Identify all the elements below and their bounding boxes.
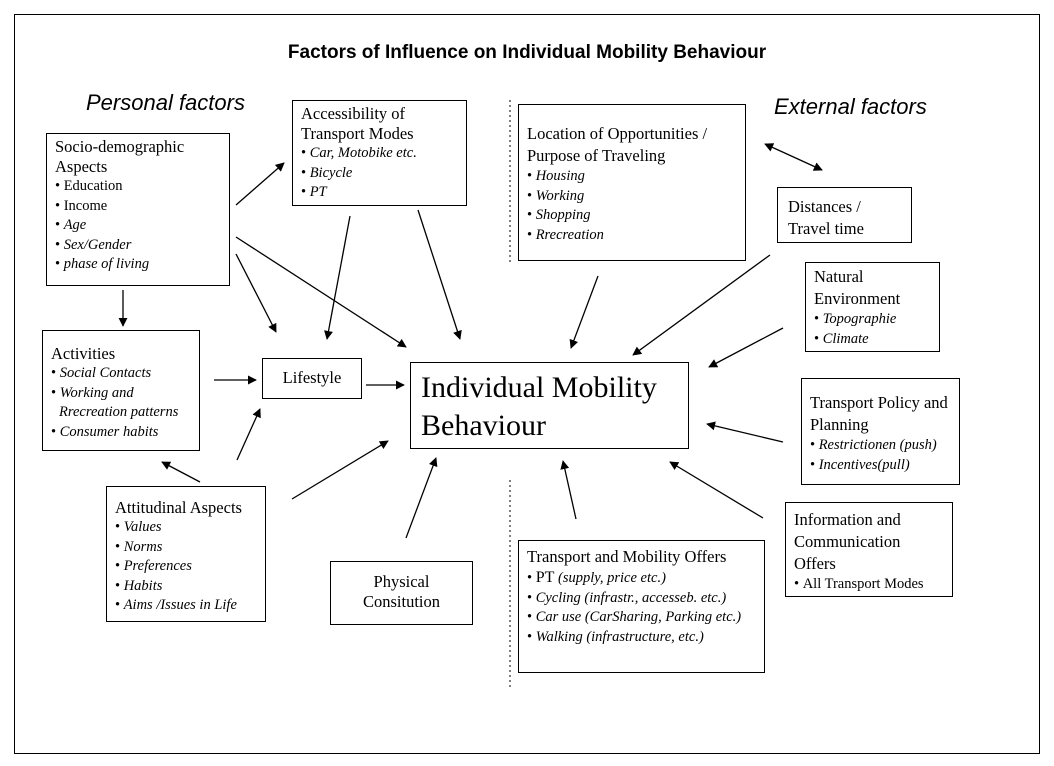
list-item: PT (supply, price etc.) — [527, 568, 756, 589]
arrow-access-to-center — [417, 209, 462, 340]
list-item: phase of living — [55, 255, 221, 275]
list-item: Education — [55, 177, 221, 197]
personal-factors-heading: Personal factors — [86, 90, 245, 115]
list-item: Habits — [115, 577, 257, 597]
offer-lead: PT — [535, 569, 555, 586]
transport-policy-title: Transport Policy and Planning — [810, 393, 948, 434]
transport-policy-box: Transport Policy and Planning Restrictio… — [801, 378, 960, 485]
transport-policy-list: Restrictionen (push) Incentives(pull) — [810, 436, 951, 475]
list-item: Car, Motobike etc. — [301, 144, 458, 164]
offer-detail: (supply, price etc.) — [558, 570, 666, 586]
location-list: Housing Working Shopping Rrecreation — [527, 167, 737, 245]
arrow-attitudinal-to-center — [291, 440, 389, 500]
arrow-natural-to-center — [708, 327, 784, 368]
offer-detail: Cycling (infrastr., accesseb. etc.) — [535, 589, 727, 606]
accessibility-list: Car, Motobike etc. Bicycle PT — [301, 144, 458, 203]
distances-title: Distances / Travel time — [788, 197, 864, 238]
lifestyle-box: Lifestyle — [262, 358, 362, 399]
attitudinal-list: Values Norms Preferences Habits Aims /Is… — [115, 518, 257, 616]
list-item: Bicycle — [301, 164, 458, 184]
arrow-socio-to-access — [235, 162, 285, 206]
arrow-attitudinal-to-lifestyle — [236, 408, 261, 461]
arrow-location-to-center — [569, 275, 599, 349]
list-item: Incentives(pull) — [810, 456, 951, 476]
list-item: Income — [55, 197, 221, 217]
information-communication-box: Information and Communication Offers All… — [785, 502, 953, 597]
list-item: Climate — [814, 330, 931, 350]
lifestyle-title: Lifestyle — [282, 368, 342, 387]
arrow-socio-to-center — [235, 236, 407, 348]
list-item: Shopping — [527, 206, 737, 226]
socio-demographic-list: Education Income Age Sex/Gender phase of… — [55, 177, 221, 275]
list-item: Working and Rrecreation patterns — [51, 384, 191, 423]
distances-box: Distances / Travel time — [777, 187, 912, 243]
attitudinal-box: Attitudinal Aspects Values Norms Prefere… — [106, 486, 266, 622]
list-item: Age — [55, 216, 221, 236]
list-item: Walking (infrastructure, etc.) — [527, 628, 756, 648]
list-item: Preferences — [115, 557, 257, 577]
list-item: Values — [115, 518, 257, 538]
physical-constitution-box: Physical Consitution — [330, 561, 473, 625]
socio-demographic-box: Socio-demographic Aspects Education Inco… — [46, 133, 230, 286]
natural-environment-title: Natural Environment — [814, 267, 901, 308]
offer-detail: Car use (CarSharing, Parking etc.) — [535, 609, 742, 625]
arrow-offers-to-center — [560, 460, 577, 520]
diagram-title: Factors of Influence on Individual Mobil… — [287, 42, 767, 63]
offer-detail: Walking (infrastructure, etc.) — [535, 628, 704, 645]
arrow-info-to-center — [669, 461, 764, 519]
arrow-socio-to-lifestyle — [235, 253, 277, 333]
list-item: Cycling (infrastr., accesseb. etc.) — [527, 589, 756, 609]
list-item: Topographie — [814, 310, 931, 330]
arrow-location-distances-bidirectional — [764, 143, 823, 171]
location-box: Location of Opportunities / Purpose of T… — [518, 104, 746, 261]
list-item: Rrecreation — [527, 226, 737, 246]
arrow-policy-to-center — [706, 421, 784, 443]
external-factors-heading: External factors — [774, 94, 927, 119]
individual-mobility-behaviour-box: Individual Mobility Behaviour — [410, 362, 689, 449]
list-item: Car use (CarSharing, Parking etc.) — [527, 608, 756, 628]
list-item: All Transport Modes — [794, 575, 944, 595]
natural-environment-list: Topographie Climate — [814, 310, 931, 349]
transport-mobility-offers-box: Transport and Mobility Offers PT (supply… — [518, 540, 765, 673]
individual-mobility-behaviour-title: Individual Mobility Behaviour — [421, 371, 657, 442]
transport-mobility-offers-list: PT (supply, price etc.) Cycling (infrast… — [527, 568, 756, 647]
transport-mobility-offers-title: Transport and Mobility Offers — [527, 547, 727, 566]
list-item: Social Contacts — [51, 364, 191, 384]
information-communication-title: Information and Communication Offers — [794, 510, 901, 573]
natural-environment-box: Natural Environment Topographie Climate — [805, 262, 940, 352]
arrow-physical-to-center — [405, 457, 438, 539]
physical-constitution-title: Physical Consitution — [362, 572, 440, 611]
activities-title: Activities — [51, 344, 116, 363]
location-title: Location of Opportunities / Purpose of T… — [527, 124, 708, 165]
list-item: Working — [527, 187, 737, 207]
arrow-access-to-lifestyle — [324, 215, 351, 340]
arrow-attitudinal-to-activities — [161, 461, 201, 483]
list-item: Housing — [527, 167, 737, 187]
list-item: Sex/Gender — [55, 236, 221, 256]
socio-demographic-title: Socio-demographic Aspects — [55, 137, 185, 176]
arrow-distances-to-center — [632, 254, 771, 356]
accessibility-title: Accessibility of Transport Modes — [301, 104, 414, 143]
attitudinal-title: Attitudinal Aspects — [115, 498, 242, 517]
list-item: Restrictionen (push) — [810, 436, 951, 456]
activities-list: Social Contacts Working and Rrecreation … — [51, 364, 191, 442]
list-item: Aims /Issues in Life — [115, 596, 257, 616]
diagram-frame — [14, 14, 1040, 754]
list-item: Norms — [115, 538, 257, 558]
list-item: Consumer habits — [51, 423, 191, 443]
list-item: PT — [301, 183, 458, 203]
accessibility-box: Accessibility of Transport Modes Car, Mo… — [292, 100, 467, 206]
information-communication-list: All Transport Modes — [794, 575, 944, 595]
activities-box: Activities Social Contacts Working and R… — [42, 330, 200, 451]
